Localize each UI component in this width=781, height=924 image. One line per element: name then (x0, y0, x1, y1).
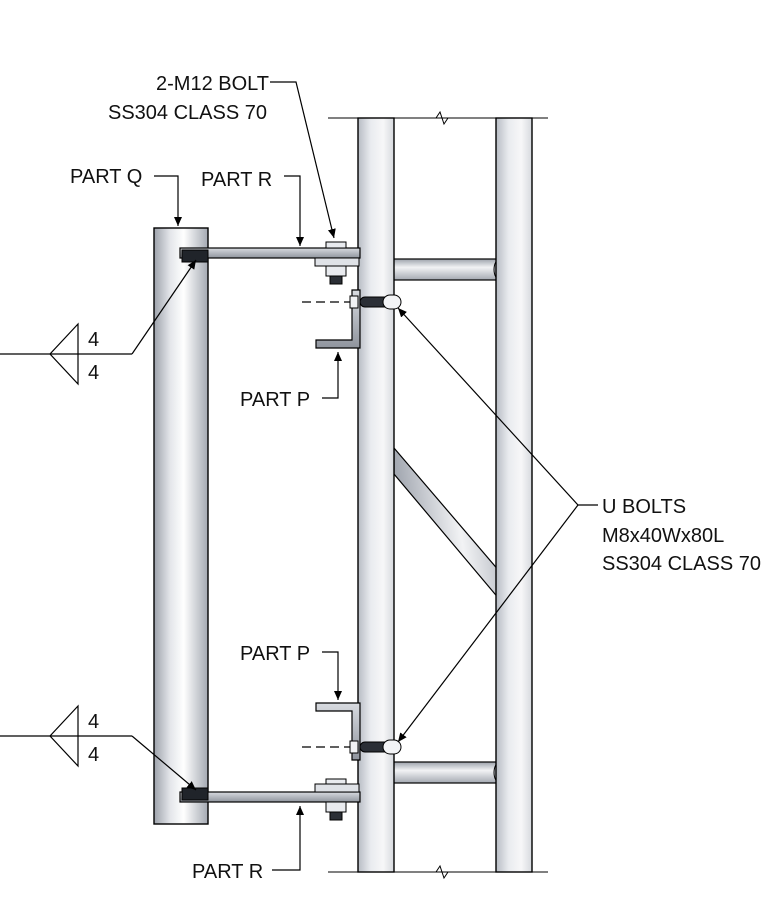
leader-part-p-bottom (322, 651, 342, 700)
part-r-bottom-plate (179, 787, 361, 803)
part-p-top-bracket (302, 289, 361, 349)
part-q-mounting-pipe (153, 227, 209, 825)
u-bolt-label-line2: M8x40Wx80L (602, 525, 724, 547)
leader-u-bolt-bottom (397, 504, 579, 743)
horizontal-brace-top (391, 258, 501, 281)
leader-part-r-bottom (272, 806, 304, 871)
weld-symbol-bottom (0, 704, 197, 791)
part-r-top-plate (179, 247, 361, 263)
part-q-label: PART Q (70, 166, 142, 188)
part-p-bottom-bracket (302, 702, 361, 761)
weld-bottom-size-upper: 4 (88, 711, 99, 733)
part-p-top-label: PART P (240, 389, 310, 411)
part-r-bottom-label: PART R (192, 861, 263, 883)
weld-bottom-size-lower: 4 (88, 744, 99, 766)
leader-lines (154, 81, 598, 871)
horizontal-brace-bottom (391, 761, 501, 784)
u-bolt-top (359, 294, 402, 310)
part-p-bottom-label: PART P (240, 643, 310, 665)
u-bolt-label-line3: SS304 CLASS 70 (602, 553, 761, 575)
weld-top-size-upper: 4 (88, 329, 99, 351)
tower-top-break-symbol (435, 110, 449, 126)
weld-symbol-top (0, 259, 197, 386)
leader-part-r-top (284, 175, 304, 246)
u-bolt-label-line1: U BOLTS (602, 496, 686, 518)
leader-part-p-top (322, 352, 342, 399)
leader-bolt (270, 81, 336, 239)
u-bolt-bottom (359, 739, 402, 755)
bottom-bolt-assembly (314, 778, 360, 821)
top-bolt-assembly (314, 241, 360, 285)
lattice-tower (328, 110, 548, 880)
leader-part-q (154, 175, 182, 226)
tower-leg-left (357, 117, 395, 873)
part-r-top-label: PART R (201, 169, 272, 191)
bolt-label-line2: SS304 CLASS 70 (108, 102, 267, 124)
diagonal-brace (393, 446, 501, 602)
tower-leg-right (495, 117, 533, 873)
bolt-label-line1: 2-M12 BOLT (156, 73, 269, 95)
tower-bottom-break-symbol (435, 864, 449, 880)
weld-top-size-lower: 4 (88, 362, 99, 384)
